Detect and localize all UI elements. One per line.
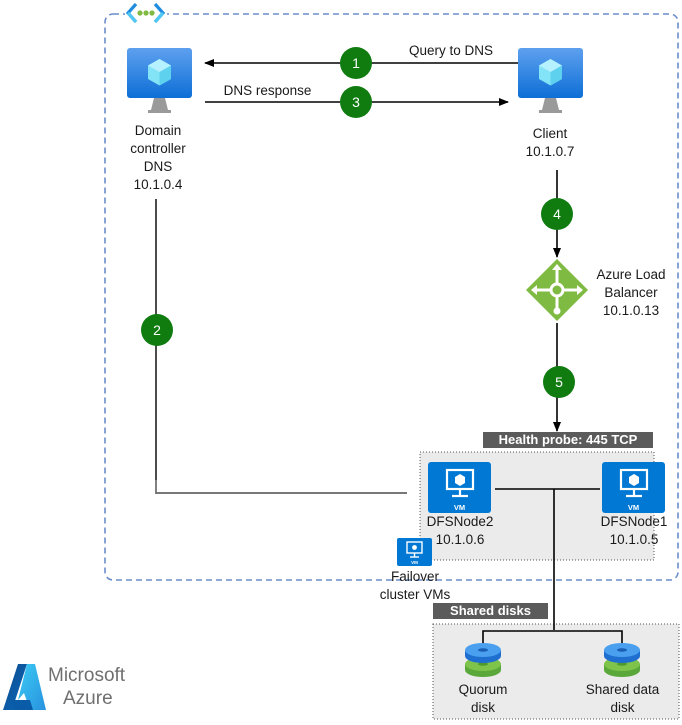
dfsnode2-vm-icon: VM	[428, 462, 491, 513]
failover-cluster-vm-icon: VM	[397, 538, 432, 566]
load-balancer-line-1: Azure Load	[596, 267, 666, 282]
shared-data-disk-line-1: Shared data	[585, 682, 660, 697]
step-5-marker: 5	[543, 366, 575, 398]
step-2-marker: 2	[141, 314, 173, 346]
dfsnode2-label: DFSNode2 10.1.0.6	[412, 513, 508, 549]
edge-dc-to-cluster	[155, 199, 407, 494]
domain-controller-label: Domain controller DNS 10.1.0.4	[106, 122, 210, 194]
edge-label-query-to-dns: Query to DNS	[408, 43, 494, 58]
dfsnode2-ip: 10.1.0.6	[435, 532, 485, 547]
logo-azure-text: Azure	[63, 688, 113, 709]
quorum-disk-line-1: Quorum	[458, 682, 508, 697]
dfsnode1-vm-icon: VM	[602, 462, 665, 513]
svg-text:1: 1	[352, 55, 360, 71]
svg-text:VM: VM	[411, 560, 418, 565]
shared-data-disk-label: Shared data disk	[575, 681, 670, 717]
svg-text:5: 5	[555, 374, 563, 390]
client-ip: 10.1.0.7	[525, 144, 575, 159]
step-1-marker: 1	[340, 47, 372, 79]
shared-data-disk-icon	[604, 643, 640, 677]
domain-controller-line-3: DNS	[143, 159, 173, 174]
azure-logo-icon	[3, 664, 46, 710]
svg-text:2: 2	[153, 322, 161, 338]
load-balancer-line-2: Balancer	[604, 285, 658, 300]
edge-disk-bus	[482, 630, 623, 651]
dfsnode2-name: DFSNode2	[426, 514, 494, 529]
quorum-disk-icon	[465, 643, 501, 677]
logo-microsoft-text: Microsoft	[48, 665, 126, 686]
health-probe-badge: Health probe: 445 TCP	[483, 432, 653, 448]
domain-controller-ip: 10.1.0.4	[133, 177, 183, 192]
domain-controller-line-2: controller	[130, 141, 186, 156]
domain-controller-line-1: Domain	[134, 123, 182, 138]
load-balancer-icon	[526, 259, 588, 321]
load-balancer-ip: 10.1.0.13	[602, 303, 660, 318]
dfsnode1-label: DFSNode1 10.1.0.5	[588, 513, 680, 549]
svg-text:VM: VM	[454, 503, 465, 512]
client-vm-icon	[518, 48, 583, 113]
dfsnode1-name: DFSNode1	[600, 514, 668, 529]
virtual-network-icon	[125, 2, 167, 25]
dfsnode1-ip: 10.1.0.5	[609, 532, 659, 547]
client-name: Client	[532, 126, 568, 141]
quorum-disk-label: Quorum disk	[443, 681, 523, 717]
shared-disks-badge: Shared disks	[433, 603, 548, 619]
shared-data-disk-line-2: disk	[610, 700, 635, 715]
step-3-marker: 3	[340, 86, 372, 118]
domain-controller-vm-icon	[127, 48, 192, 113]
load-balancer-label: Azure Load Balancer 10.1.0.13	[586, 266, 676, 320]
step-4-marker: 4	[541, 198, 573, 230]
quorum-disk-line-2: disk	[470, 700, 495, 715]
svg-text:4: 4	[553, 206, 561, 222]
failover-cluster-line-1: Failover	[390, 569, 439, 584]
client-label: Client 10.1.0.7	[500, 125, 600, 161]
svg-text:VM: VM	[628, 503, 639, 512]
failover-cluster-line-2: cluster VMs	[379, 587, 451, 602]
vnet-boundary	[104, 13, 679, 581]
edge-label-dns-response: DNS response	[223, 83, 312, 98]
svg-text:3: 3	[352, 94, 360, 110]
failover-cluster-label: Failover cluster VMs	[370, 568, 460, 604]
